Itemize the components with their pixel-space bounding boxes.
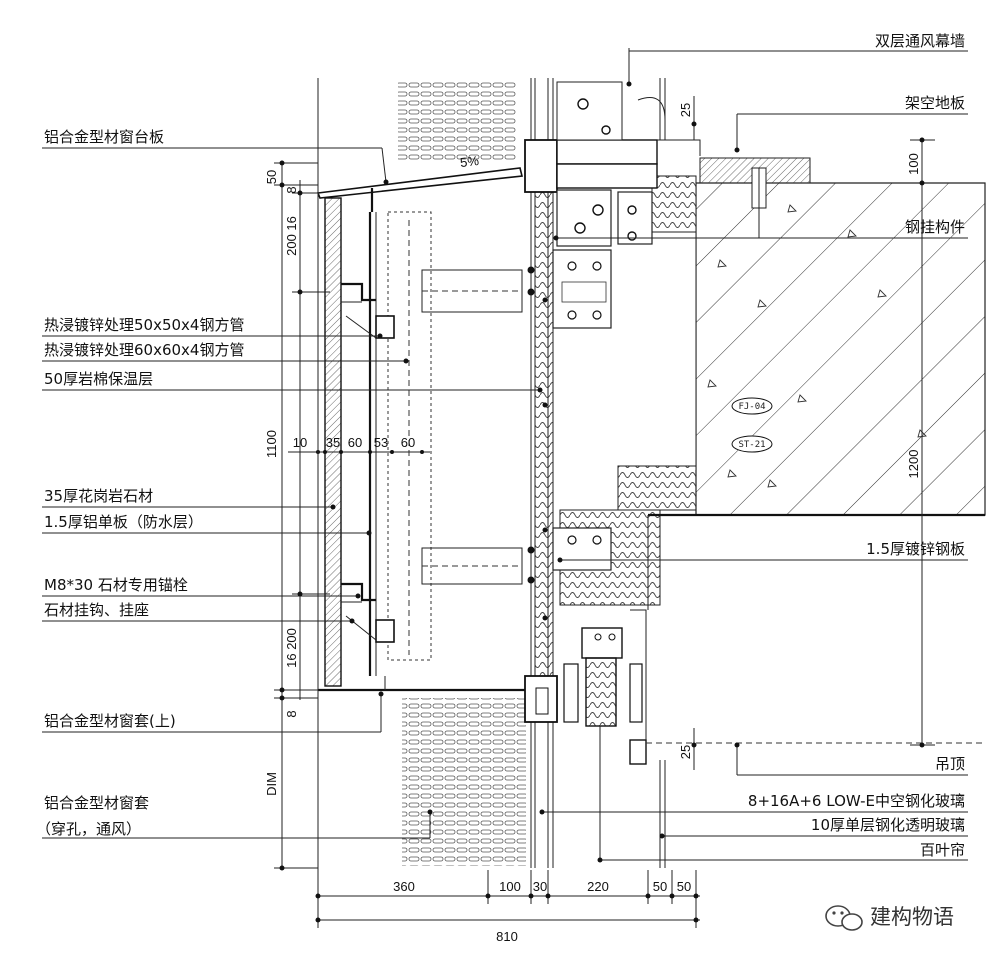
dimension-lines [274, 78, 935, 928]
tag-fj: FJ-04 [731, 397, 773, 415]
label-granite: 35厚花岗岩石材 [44, 487, 153, 505]
perforated-vent-bottom [402, 698, 526, 866]
mullion-dots [527, 266, 548, 621]
label-sill-board: 铝合金型材窗台板 [44, 128, 164, 146]
dimension-texts: 50 8 200 16 1100 16 200 8 DIM 10 35 60 5… [264, 103, 921, 944]
svg-text:ST-21: ST-21 [738, 440, 765, 450]
label-al-sheet: 1.5厚铝单板（防水层） [44, 513, 203, 531]
raised-floor [699, 157, 811, 238]
galvanised-backing [530, 78, 554, 868]
window-sill-board [316, 167, 523, 212]
dim-left-8-bot: 8 [284, 710, 299, 717]
dim-bot-50b: 50 [677, 879, 691, 894]
dim-bot-220: 220 [587, 879, 609, 894]
label-tube-60: 热浸镀锌处理60x60x4钢方管 [44, 341, 244, 359]
dim-top-25: 25 [678, 103, 693, 117]
label-frame-upper: 铝合金型材窗套(上) [44, 712, 176, 730]
label-anchor: M8*30 石材专用锚栓 [44, 576, 188, 594]
label-hook: 石材挂钩、挂座 [44, 601, 149, 619]
dim-h-53: 53 [374, 435, 388, 450]
left-labels: 铝合金型材窗台板 热浸镀锌处理50x50x4钢方管 热浸镀锌处理60x60x4钢… [36, 128, 244, 838]
leader-lines [42, 50, 968, 863]
perforated-vent-top [398, 82, 516, 160]
label-steel-hanger: 钢挂构件 [905, 218, 965, 236]
label-tube-50: 热浸镀锌处理50x50x4钢方管 [44, 316, 244, 334]
label-raised-floor: 架空地板 [905, 94, 965, 112]
label-ceiling: 吊顶 [935, 755, 965, 773]
right-labels: 双层通风幕墙 架空地板 钢挂构件 1.5厚镀锌钢板 吊顶 8+16A+6 LOW… [748, 32, 965, 859]
glass-panes [628, 48, 666, 868]
window-frame-upper [318, 676, 532, 692]
dim-left-200-16: 200 16 [284, 216, 299, 256]
blind-box [563, 627, 643, 862]
wechat-icon [825, 905, 863, 931]
label-frame-note: （穿孔，通风） [36, 820, 141, 838]
tag-st: ST-21 [731, 435, 773, 453]
top-transom-assembly [524, 81, 701, 247]
label-single-glass: 10厚单层钢化透明玻璃 [811, 816, 965, 834]
dim-left-1100: 1100 [264, 430, 279, 458]
dim-top-slope: 5% [459, 153, 480, 170]
ceiling-panel [629, 515, 985, 765]
watermark-text: 建构物语 [870, 905, 954, 929]
label-frame: 铝合金型材窗套 [44, 794, 149, 812]
dim-right-1200: 1200 [906, 450, 921, 479]
dim-left-50: 50 [264, 170, 279, 184]
dim-right-25: 25 [678, 745, 693, 759]
concrete-slab [648, 182, 986, 516]
dim-bot-50a: 50 [653, 879, 667, 894]
label-double-skin: 双层通风幕墙 [875, 32, 965, 50]
granite-panel [324, 197, 342, 687]
steel-bracket-upper [552, 249, 612, 329]
dim-bot-100: 100 [499, 879, 521, 894]
dim-right-100: 100 [906, 153, 921, 175]
dim-h-60b: 60 [401, 435, 415, 450]
label-blind: 百叶帘 [920, 841, 965, 859]
label-rockwool: 50厚岩棉保温层 [44, 370, 153, 388]
steel-bracket-lower [552, 527, 612, 571]
lower-transom [524, 675, 558, 723]
rockwool-layer [387, 211, 432, 661]
label-galv-plate: 1.5厚镀锌钢板 [866, 540, 965, 558]
dim-h-35: 35 [326, 435, 340, 450]
watermark: 建构物语 [825, 905, 954, 931]
dim-left-16-200: 16 200 [284, 628, 299, 668]
dim-left-dim: DIM [264, 772, 279, 796]
label-insulated-glass: 8+16A+6 LOW-E中空钢化玻璃 [748, 792, 965, 810]
dim-h-10: 10 [293, 435, 307, 450]
steel-square-tubes [375, 269, 523, 643]
aluminium-sheet [368, 212, 377, 676]
dim-h-60a: 60 [348, 435, 362, 450]
dim-bot-810: 810 [496, 929, 518, 944]
dim-bot-360: 360 [393, 879, 415, 894]
dim-bot-30: 30 [533, 879, 547, 894]
svg-text:FJ-04: FJ-04 [738, 402, 765, 412]
dim-left-8-top: 8 [284, 186, 299, 193]
